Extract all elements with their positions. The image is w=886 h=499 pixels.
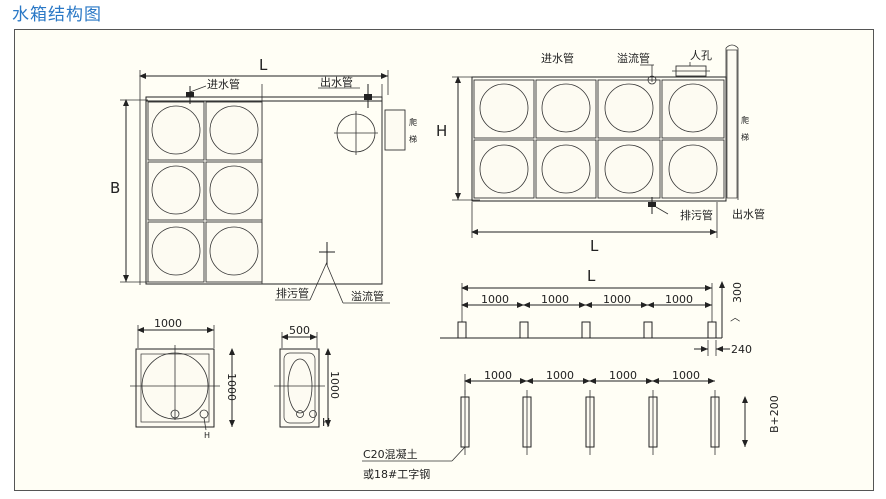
- top-inlet-label: 进水管: [207, 77, 240, 91]
- front-inlet-label: 进水管: [541, 51, 574, 65]
- front-drain-label: 排污管: [680, 208, 713, 222]
- foundation-300-prefix: 〉: [730, 312, 742, 322]
- front-view-H-label: H: [436, 122, 447, 140]
- page-title: 水箱结构图: [12, 5, 102, 25]
- plan-dim-1: 1000: [484, 369, 512, 382]
- panel-detail-500: 500 H 1000: [274, 324, 341, 429]
- detail2-H-label: H: [322, 416, 330, 429]
- front-overflow-label: 溢流管: [617, 51, 650, 65]
- foundation-dim-3: 1000: [603, 293, 631, 306]
- concrete-label: C20混凝土: [363, 447, 418, 461]
- steel-label: 或18#工字钢: [363, 467, 430, 481]
- plan-dim-3: 1000: [609, 369, 637, 382]
- top-drain-label: 排污管: [276, 286, 309, 300]
- detail2-width-label: 500: [289, 324, 310, 337]
- foundation-dim-4: 1000: [665, 293, 693, 306]
- plan-dim-2: 1000: [546, 369, 574, 382]
- detail2-height-label: 1000: [328, 371, 341, 399]
- foundation-dim-1: 1000: [481, 293, 509, 306]
- foundation-240-label: 240: [731, 343, 752, 356]
- panel-detail-1000: 1000 H 1000: [130, 317, 238, 440]
- detail1-height-label: 1000: [225, 373, 238, 401]
- front-view: H 爬 梯 人孔 进水管 溢流管: [436, 44, 765, 255]
- front-manhole-label: 人孔: [690, 49, 712, 62]
- foundation-300-label: 300: [731, 282, 744, 303]
- front-ladder-label-2: 梯: [741, 132, 749, 142]
- top-ladder-label-1: 爬: [409, 117, 417, 127]
- front-view-L-label: L: [590, 237, 599, 255]
- detail1-width-label: 1000: [154, 317, 182, 330]
- foundation-L-label: L: [587, 267, 596, 285]
- plan-dim-4: 1000: [672, 369, 700, 382]
- plan-b200-label: B+200: [768, 395, 781, 433]
- top-ladder-label-2: 梯: [409, 134, 417, 144]
- top-view-L-label: L: [259, 56, 268, 74]
- front-outlet-label: 出水管: [732, 207, 765, 221]
- top-view: L B 进水管 出水管: [110, 56, 417, 304]
- top-outlet-label: 出水管: [320, 75, 353, 89]
- foundation-elevation: L 1000 1000 1000 1000 300 〉 240: [440, 267, 752, 356]
- foundation-dim-2: 1000: [541, 293, 569, 306]
- top-view-B-label: B: [110, 179, 120, 197]
- top-overflow-label: 溢流管: [351, 289, 384, 303]
- front-ladder-label-1: 爬: [741, 115, 749, 125]
- detail1-H-label: H: [204, 431, 210, 440]
- foundation-plan: 1000 1000 1000 1000 B+200 C20混凝土 或18#工字钢: [362, 369, 781, 481]
